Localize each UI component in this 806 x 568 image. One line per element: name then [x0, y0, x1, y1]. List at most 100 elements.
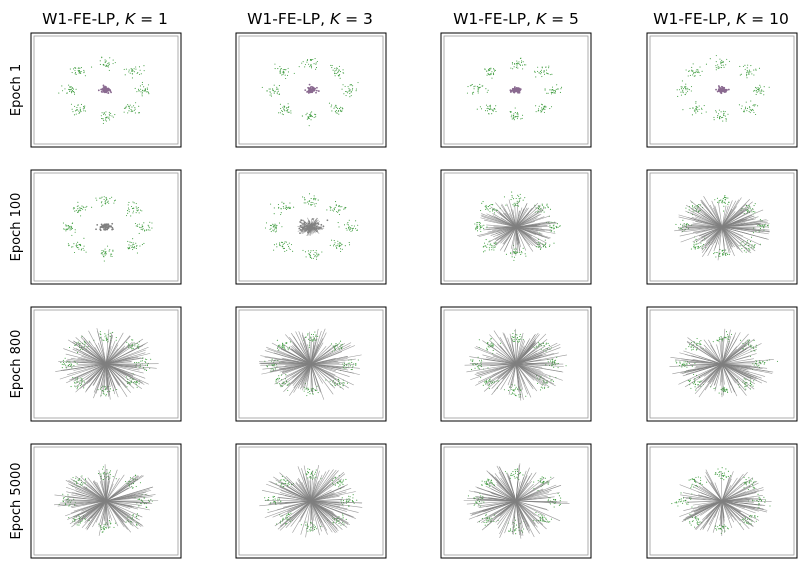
target-point [753, 364, 755, 366]
target-point [352, 85, 354, 87]
target-point [281, 246, 283, 248]
target-point [130, 108, 132, 111]
target-point [131, 106, 133, 108]
target-point [511, 336, 513, 338]
target-point [490, 203, 492, 206]
target-point [145, 506, 147, 508]
target-point [746, 74, 748, 76]
source-point [109, 225, 112, 228]
target-point [687, 88, 689, 90]
target-point [147, 91, 149, 93]
target-point [696, 71, 698, 73]
target-point [348, 505, 350, 508]
target-point [509, 528, 512, 530]
target-point [677, 95, 679, 98]
target-point [559, 225, 561, 227]
target-point [492, 110, 494, 112]
target-point [746, 381, 748, 383]
target-point [71, 71, 73, 74]
transport-ray [721, 338, 738, 365]
target-point [746, 107, 748, 109]
target-point [680, 88, 682, 90]
target-point [679, 361, 681, 363]
target-point [308, 63, 310, 65]
target-point [293, 72, 295, 74]
source-point [104, 227, 107, 230]
transport-ray [515, 345, 546, 365]
target-point [347, 362, 349, 364]
target-point [267, 509, 269, 511]
target-point [541, 107, 543, 109]
target-point [700, 246, 702, 248]
transport-ray [711, 226, 723, 246]
target-point [107, 66, 109, 68]
transport-ray [105, 475, 143, 502]
target-point [753, 69, 755, 71]
target-point [79, 384, 81, 387]
target-point [552, 225, 554, 227]
target-point [719, 58, 721, 60]
target-point [141, 360, 143, 362]
source-point [299, 224, 302, 227]
target-point [135, 516, 137, 518]
transport-rays [674, 196, 770, 261]
target-point [688, 362, 690, 364]
target-point [716, 251, 718, 254]
target-point [477, 92, 479, 94]
target-point [100, 253, 102, 255]
panel-r4-c2 [235, 443, 387, 559]
target-point [95, 197, 97, 199]
target-point [74, 504, 76, 506]
target-point [549, 226, 551, 228]
target-point [281, 113, 283, 115]
target-point [490, 73, 492, 75]
target-point [61, 85, 63, 87]
target-point [490, 72, 492, 74]
target-point [138, 498, 140, 500]
target-point [100, 334, 102, 336]
transport-ray [515, 226, 519, 245]
target-point [516, 204, 518, 207]
target-point [517, 205, 520, 207]
transport-ray [721, 218, 744, 228]
target-point [99, 63, 101, 66]
target-point [491, 210, 494, 212]
target-point [489, 205, 491, 207]
target-point [132, 487, 134, 489]
target-point [68, 346, 71, 349]
target-point [136, 362, 138, 364]
transport-ray [71, 491, 107, 502]
target-point [273, 228, 275, 230]
target-point [750, 346, 752, 348]
target-point [302, 249, 304, 251]
target-point [131, 109, 133, 111]
transport-ray [721, 226, 730, 254]
target-point [66, 229, 68, 231]
panel-inner-frame [238, 309, 384, 419]
target-point [348, 244, 351, 246]
target-point [136, 72, 138, 74]
transport-ray [503, 226, 517, 253]
target-point [131, 348, 133, 350]
target-point [346, 229, 348, 231]
transport-ray [310, 469, 334, 502]
target-point [476, 224, 478, 226]
transport-ray [67, 363, 107, 375]
target-point [513, 339, 515, 341]
target-point [134, 107, 136, 109]
target-point [753, 89, 755, 91]
target-point [685, 361, 687, 363]
target-point [80, 72, 82, 75]
target-point [685, 69, 687, 71]
transport-ray [721, 203, 747, 228]
target-point [104, 388, 106, 391]
target-point [699, 342, 701, 344]
target-point [473, 86, 475, 88]
target-point [515, 197, 517, 200]
target-point [553, 242, 555, 244]
transport-ray [508, 199, 517, 228]
target-point [105, 196, 107, 198]
target-point [343, 382, 345, 384]
target-point [309, 59, 311, 61]
transport-ray [687, 337, 723, 365]
